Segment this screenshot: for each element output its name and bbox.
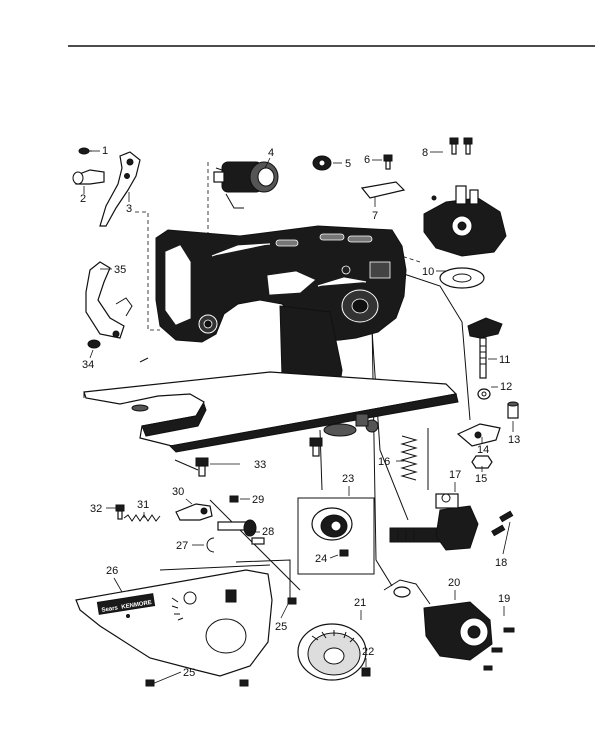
nameplate-brand: Sears <box>101 605 119 614</box>
part-21-stitch-dial <box>297 623 367 681</box>
callout-number-c22: 22 <box>362 646 374 658</box>
callout-number-c26: 26 <box>106 565 118 577</box>
callout-number-c1: 1 <box>102 145 108 157</box>
callout-number-c30: 30 <box>172 486 184 498</box>
callout-number-c11: 11 <box>499 354 510 366</box>
callout-leader-c4 <box>264 157 271 169</box>
callout-number-c14: 14 <box>477 444 489 456</box>
callout-number-c24: 24 <box>315 553 327 565</box>
part-17-feed-assembly <box>389 493 479 551</box>
part-14-bracket <box>456 423 501 447</box>
part-6-screw <box>383 154 393 170</box>
part-32-screw <box>115 504 125 520</box>
callout-leader-c30 <box>185 498 193 505</box>
callout-number-c21: 21 <box>354 597 366 609</box>
callout-number-c17: 17 <box>449 469 461 481</box>
callout-number-c20: 20 <box>448 577 460 589</box>
callout-number-c12: 12 <box>500 381 512 393</box>
nameplate <box>96 593 156 615</box>
part-29-screw <box>229 495 239 503</box>
part-28-shaft <box>217 519 265 545</box>
part-5-thread-guide <box>312 155 332 171</box>
callout-leader-c26 <box>113 577 123 593</box>
callout-number-c18: 18 <box>495 557 507 569</box>
part-1-screw <box>78 147 92 155</box>
part-30-lever <box>175 503 213 521</box>
part-33-screws <box>195 437 323 477</box>
part-15-nut <box>471 455 493 469</box>
part-16-spring <box>400 435 418 481</box>
callout-leader-c24 <box>329 554 339 559</box>
part-27-clip <box>206 537 215 553</box>
part-24-screw <box>339 549 349 557</box>
callout-number-c23: 23 <box>342 473 354 485</box>
callout-number-c5: 5 <box>345 158 351 170</box>
part-4-tension-assembly <box>213 161 279 209</box>
callout-number-c28: 28 <box>262 526 274 538</box>
part-26-cover-plate: Sears KENMORE <box>75 569 273 677</box>
callout-number-c6: 6 <box>364 154 370 166</box>
callout-leader-c18 <box>502 521 511 555</box>
callout-number-c31: 31 <box>137 499 149 511</box>
callout-number-c3: 3 <box>126 203 132 215</box>
callout-number-c13: 13 <box>508 434 520 446</box>
callout-number-c25b: 25 <box>183 667 195 679</box>
part-11-knob <box>467 317 503 379</box>
part-8-screws <box>449 137 473 155</box>
part-35-lifter-lever <box>85 261 133 339</box>
callout-number-c32: 32 <box>90 503 102 515</box>
callout-number-c16: 16 <box>378 456 390 468</box>
nameplate-model: KENMORE <box>121 600 152 611</box>
part-7-plate <box>360 181 406 199</box>
part-13-stud <box>507 401 519 419</box>
part-10-washer <box>439 267 485 289</box>
part-22-screw <box>361 667 371 677</box>
part-19-screws <box>483 627 515 671</box>
callout-number-c33: 33 <box>254 459 266 471</box>
part-34-screw <box>87 339 101 349</box>
callout-number-c7: 7 <box>372 210 378 222</box>
part-25-screws <box>145 597 297 687</box>
callout-number-c34: 34 <box>82 359 94 371</box>
callout-number-c19: 19 <box>498 593 510 605</box>
callout-number-c35: 35 <box>114 264 126 276</box>
part-9-mechanism <box>423 185 507 257</box>
callout-number-c29: 29 <box>252 494 264 506</box>
callout-leader-c25a <box>280 603 289 619</box>
callout-number-c2: 2 <box>80 193 86 205</box>
callout-number-c10: 10 <box>422 266 434 278</box>
callout-number-c8: 8 <box>422 147 428 159</box>
callout-leader-c25b <box>151 671 182 685</box>
part-31-spring <box>123 514 161 522</box>
callout-leader-c34 <box>89 349 94 359</box>
callout-number-c27: 27 <box>176 540 188 552</box>
base-plate <box>83 371 459 453</box>
part-3-take-up-lever <box>99 151 141 227</box>
callout-number-c25a: 25 <box>275 621 287 633</box>
part-23-knob <box>297 497 375 575</box>
machine-head <box>155 225 407 387</box>
part-2-pin <box>72 169 105 185</box>
callout-number-c15: 15 <box>475 473 487 485</box>
part-18-screws <box>491 510 514 537</box>
part-20-hook-drive <box>383 579 493 661</box>
callout-number-c4: 4 <box>268 147 274 159</box>
part-12-washer <box>477 388 491 400</box>
